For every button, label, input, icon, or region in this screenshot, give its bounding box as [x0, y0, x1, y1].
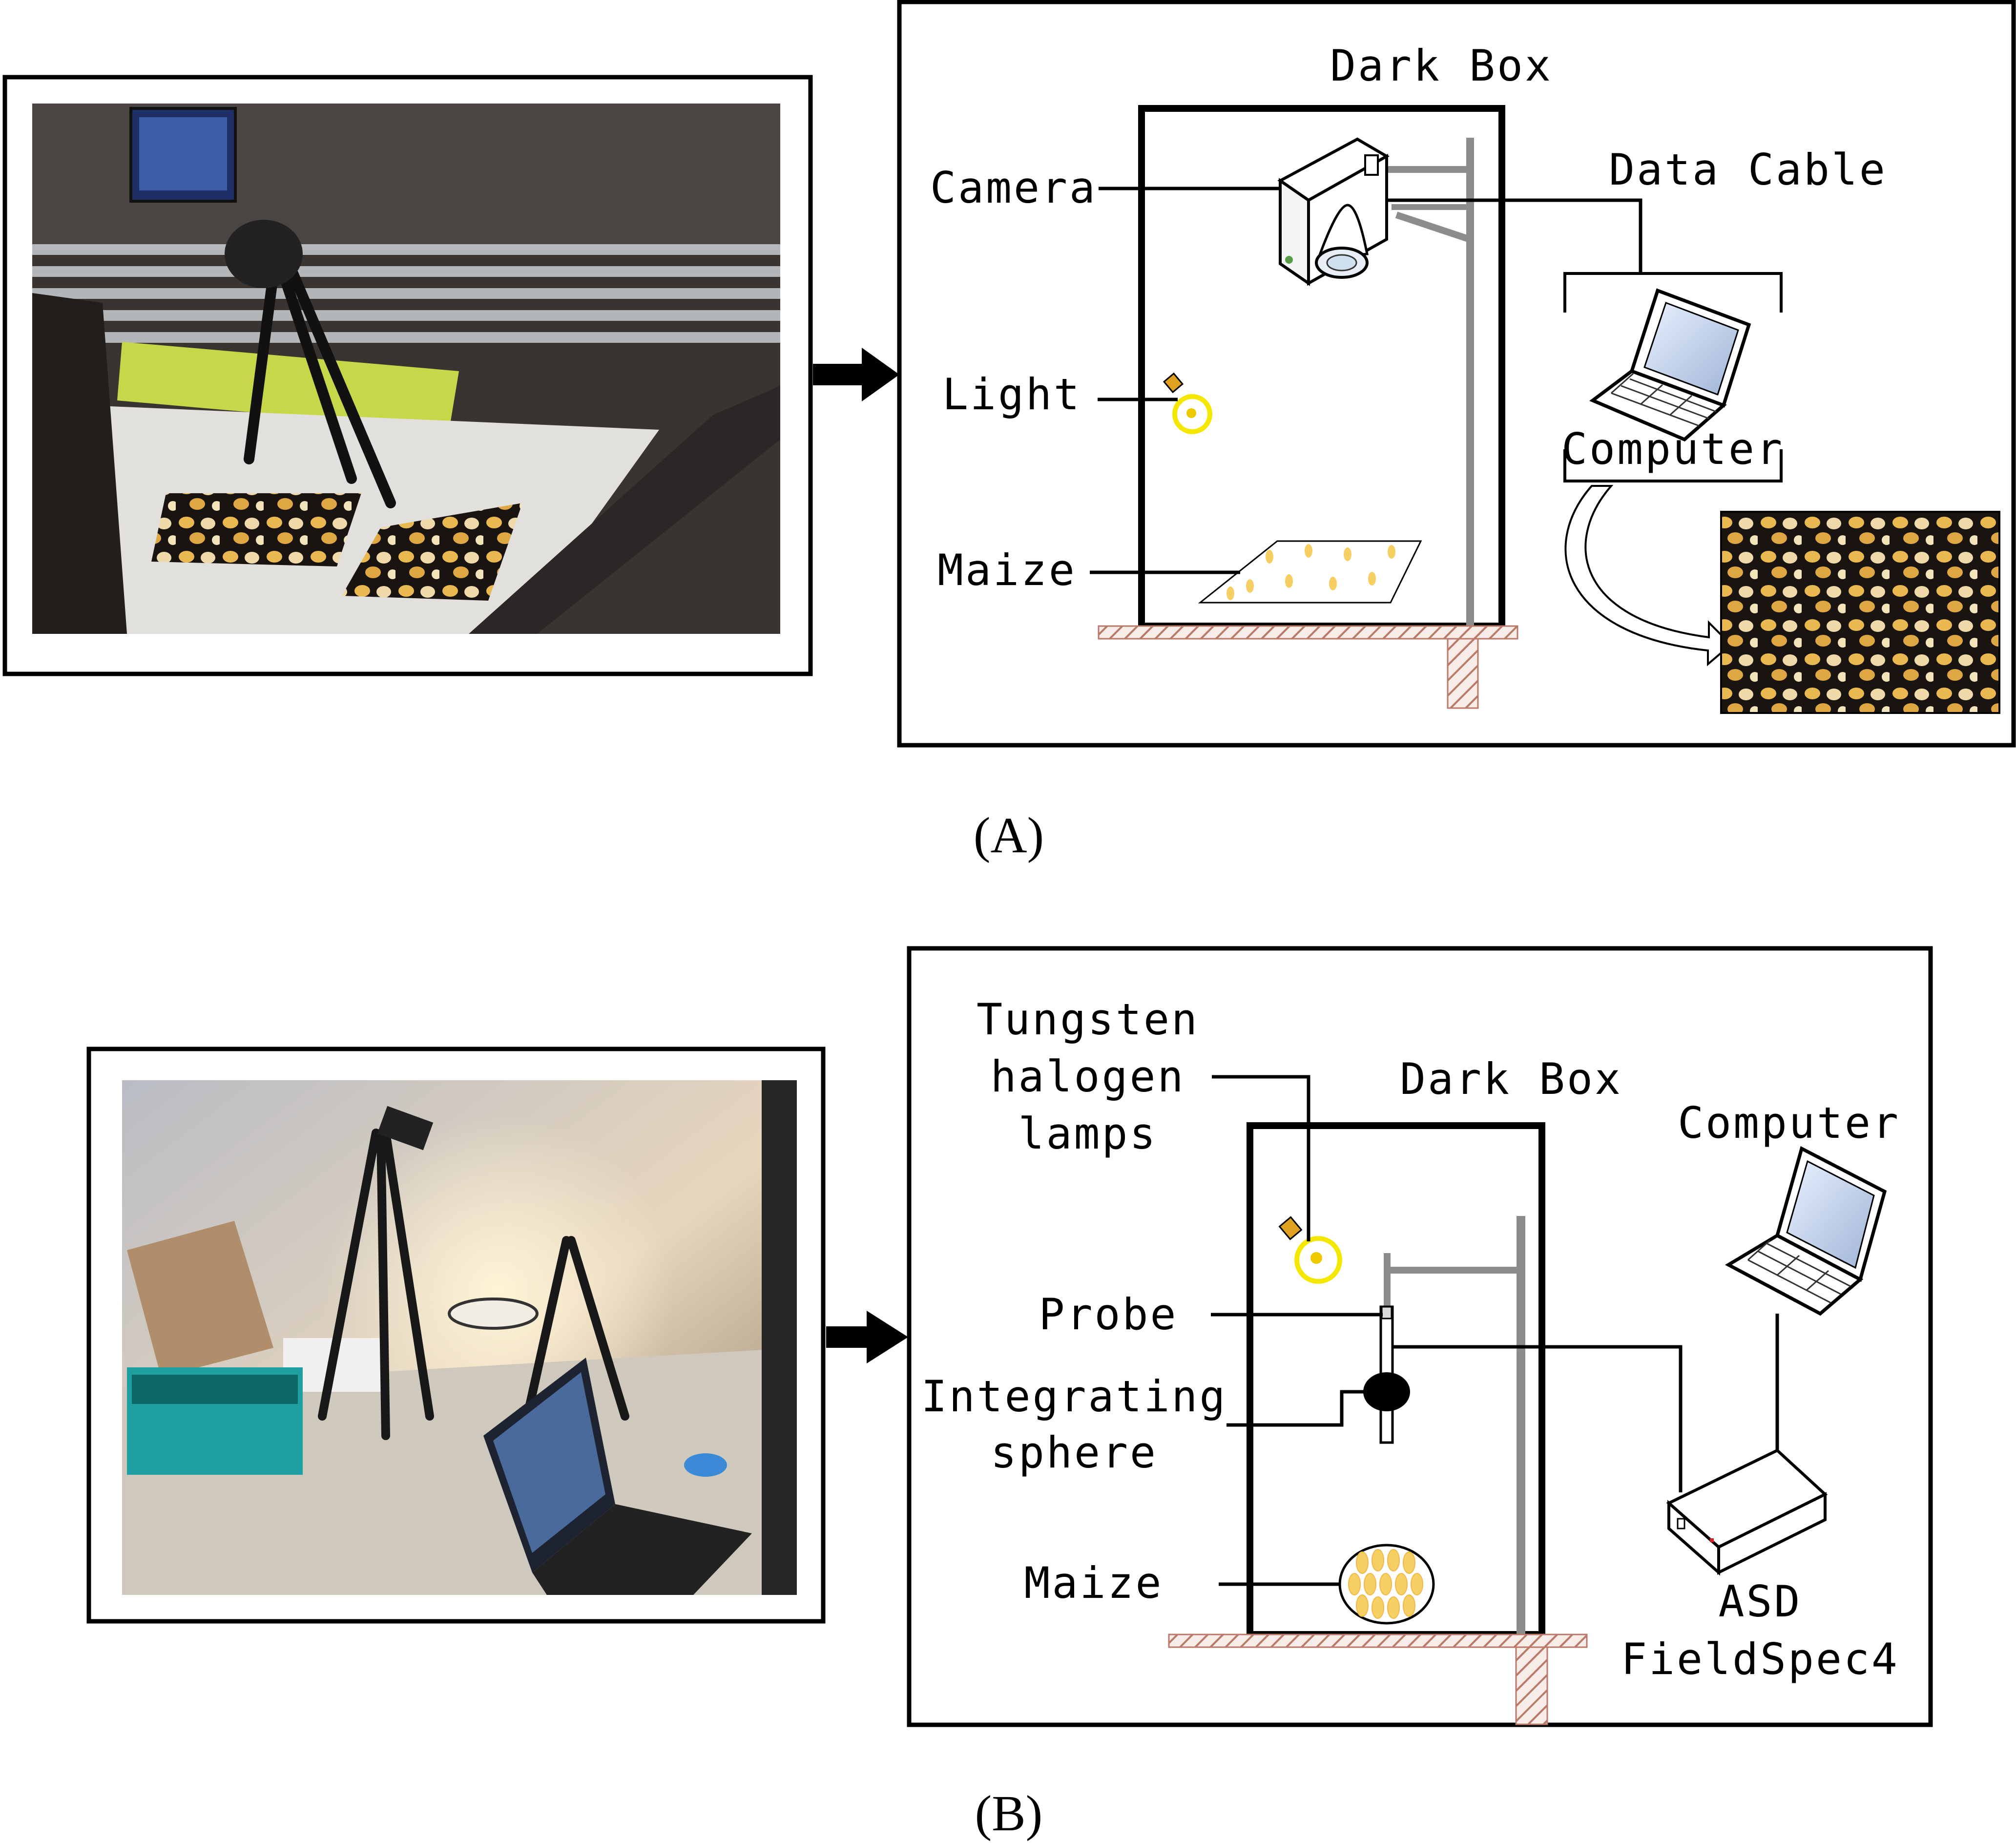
fiber-cable [1392, 1345, 1683, 1492]
spectrometer-icon [1666, 1448, 1828, 1576]
computer-bracket-bottom [1563, 449, 1783, 482]
photo-a [2, 75, 813, 676]
lamp-label-line3: lamps [1018, 1109, 1158, 1159]
sphere-label-line1: Integrating [921, 1371, 1227, 1422]
laptop-b-icon [1725, 1146, 1887, 1316]
camera-label: Camera [930, 163, 1097, 213]
spectrometer-label-line1: ASD [1719, 1576, 1802, 1627]
floor-b [1168, 1634, 1588, 1725]
arrow-a [813, 348, 899, 401]
maize-dish-b [1338, 1544, 1435, 1625]
arrow-b [826, 1311, 908, 1363]
computer-bracket-top [1563, 272, 1783, 313]
photo-b [86, 1047, 826, 1624]
computer-label-a: Computer [1561, 424, 1784, 474]
laptop-a-icon [1589, 288, 1751, 442]
photo-a-tray-left [151, 493, 361, 566]
stand-a [1378, 138, 1474, 629]
probe-label: Probe [1039, 1289, 1178, 1340]
lamp-leader [1212, 1075, 1310, 1241]
dark-box-b-label: Dark Box [1400, 1054, 1622, 1104]
data-cable-label: Data Cable [1609, 145, 1887, 195]
caption-a: (A) [974, 807, 1044, 863]
light-bulb-icon-b [1278, 1216, 1342, 1284]
curved-arrow-a [1564, 485, 1732, 667]
light-label: Light [942, 369, 1081, 419]
maize-image-a [1720, 511, 2000, 714]
stand-b [1384, 1216, 1525, 1636]
photo-b-tripods [318, 1129, 629, 1440]
caption-b: (B) [975, 1785, 1043, 1842]
photo-a-tray-right [342, 503, 522, 601]
maize-label-a: Maize [937, 545, 1077, 595]
sphere-leader [1226, 1390, 1367, 1427]
dark-box-a-label: Dark Box [1330, 41, 1553, 91]
lamp-label-line2: halogen [991, 1051, 1185, 1102]
light-bulb-icon-a [1163, 372, 1212, 434]
data-cable-a [1387, 198, 1642, 273]
camera-icon [1277, 137, 1390, 286]
sphere-label-line2: sphere [991, 1427, 1158, 1478]
integrating-sphere-icon [1363, 1372, 1410, 1411]
spectrometer-label-line2: FieldSpec4 [1621, 1634, 1899, 1684]
maize-label-b: Maize [1024, 1558, 1164, 1608]
photo-a-tripod [244, 268, 396, 508]
computer-label-b: Computer [1678, 1098, 1900, 1148]
floor-a [1098, 625, 1518, 709]
maize-tray-a [1198, 540, 1422, 604]
lamp-label-line1: Tungsten [977, 994, 1199, 1045]
